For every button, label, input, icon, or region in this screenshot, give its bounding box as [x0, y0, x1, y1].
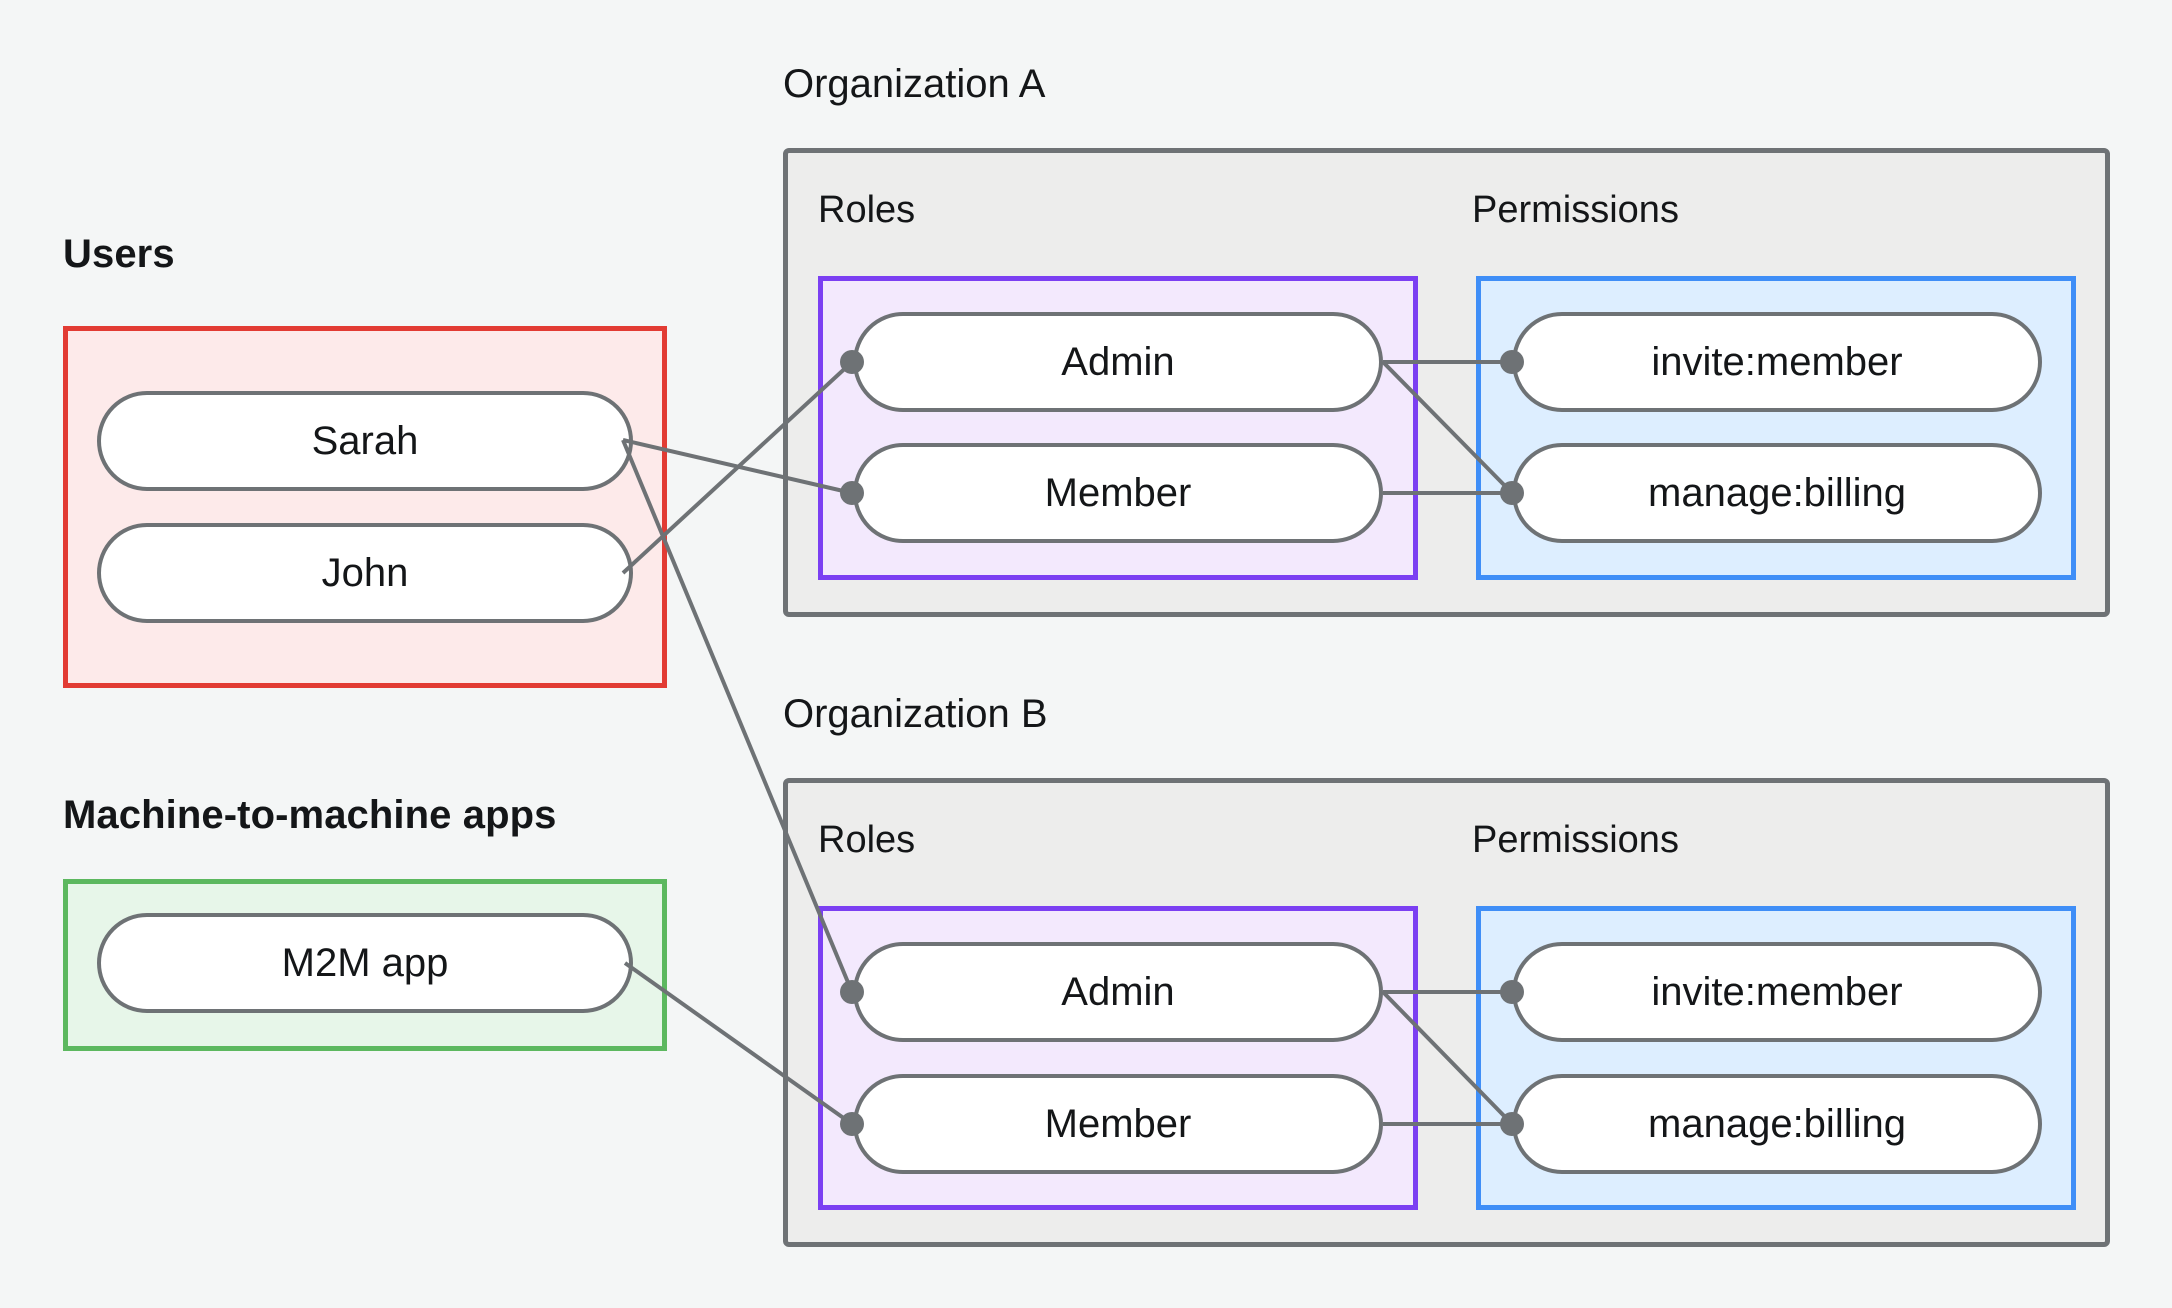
user-node-sarah[interactable]: Sarah [97, 391, 633, 491]
org-b-role-admin[interactable]: Admin [853, 942, 1383, 1042]
user-node-john[interactable]: John [97, 523, 633, 623]
org-a-title: Organization A [783, 62, 1046, 106]
org-a-role-admin[interactable]: Admin [853, 312, 1383, 412]
org-b-roles-label: Roles [818, 819, 916, 861]
org-a-permission-manage-billing[interactable]: manage:billing [1512, 443, 2042, 543]
org-b-role-member[interactable]: Member [853, 1074, 1383, 1174]
org-b-title: Organization B [783, 692, 1048, 736]
m2m-group-title: Machine-to-machine apps [63, 793, 557, 837]
users-group-title: Users [63, 232, 175, 276]
org-a-roles-label: Roles [818, 189, 916, 231]
org-b-permission-manage-billing[interactable]: manage:billing [1512, 1074, 2042, 1174]
org-b-permissions-label: Permissions [1472, 819, 1679, 861]
org-b-permission-invite-member[interactable]: invite:member [1512, 942, 2042, 1042]
org-a-role-member[interactable]: Member [853, 443, 1383, 543]
users-container [63, 326, 667, 688]
org-a-permission-invite-member[interactable]: invite:member [1512, 312, 2042, 412]
m2m-node-app[interactable]: M2M app [97, 913, 633, 1013]
org-a-permissions-label: Permissions [1472, 189, 1679, 231]
